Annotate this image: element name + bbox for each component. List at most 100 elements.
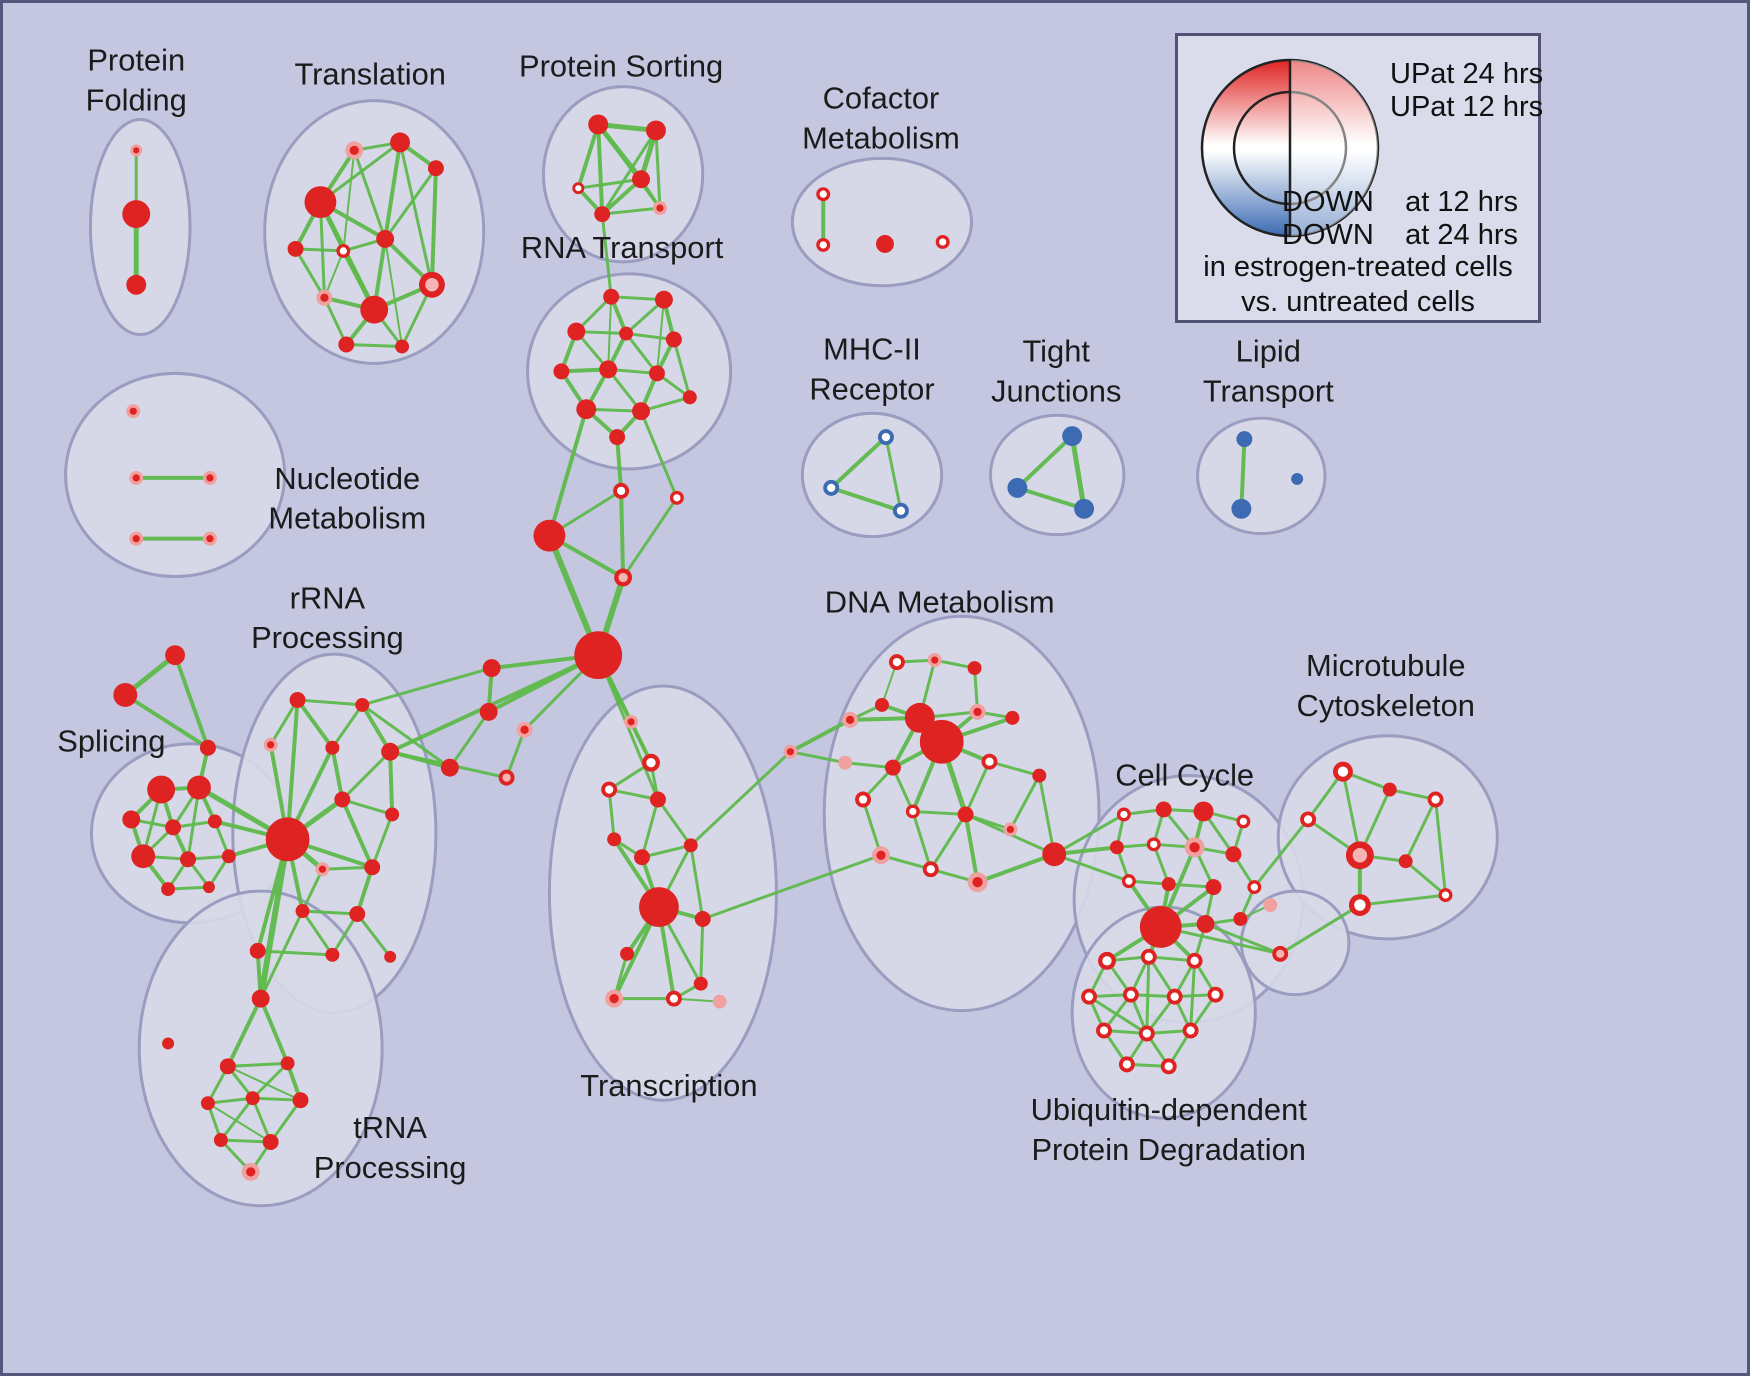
node-rr7[interactable] [334,791,351,808]
node-cc3[interactable] [1193,801,1214,822]
node-pf2[interactable] [122,200,151,229]
node-lt3[interactable] [1291,472,1304,485]
node-f11[interactable] [440,758,459,777]
node-tx7[interactable] [683,838,698,853]
node-tr7[interactable] [213,1133,228,1147]
node-rt11[interactable] [682,390,697,405]
node-st1[interactable] [165,645,186,666]
node-tr8[interactable] [262,1134,279,1150]
node-tr1[interactable] [162,1037,175,1050]
node-cc8[interactable] [1225,846,1242,863]
node-rr10[interactable] [364,859,381,876]
node-tj3[interactable] [1074,498,1095,519]
node-rr2[interactable] [355,697,370,712]
node-dm9[interactable] [1005,710,1020,725]
node-tr6[interactable] [292,1092,309,1109]
node-cb1[interactable] [1042,842,1067,867]
node-tr2[interactable] [219,1058,236,1075]
node-sp3[interactable] [122,810,141,829]
node-rr5[interactable] [381,742,400,761]
node-t4[interactable] [427,160,444,177]
node-rt6[interactable] [553,363,570,380]
node-dm5[interactable] [875,697,889,712]
node-tx4[interactable] [649,791,666,808]
node-rr1[interactable] [289,691,306,708]
node-tx10[interactable] [620,946,635,961]
node-t3[interactable] [390,132,411,153]
node-f3[interactable] [533,519,566,552]
node-dm3[interactable] [967,661,982,676]
node-t7[interactable] [376,230,395,248]
node-sp7[interactable] [180,851,196,868]
node-st3[interactable] [199,739,216,756]
node-rr13[interactable] [325,947,340,962]
node-dm16[interactable] [957,806,974,823]
node-cc5[interactable] [1109,840,1124,855]
node-ps2[interactable] [646,120,666,141]
node-t5[interactable] [287,240,304,257]
node-sp8[interactable] [221,849,236,864]
node-rt7[interactable] [599,360,618,379]
node-ps5[interactable] [594,206,611,223]
node-rt2[interactable] [654,290,673,309]
node-sp1[interactable] [147,775,176,804]
node-f5[interactable] [574,631,623,680]
node-tj2[interactable] [1007,477,1028,498]
node-cc15[interactable] [1233,912,1248,926]
node-rr12[interactable] [349,906,366,922]
node-rt12[interactable] [609,429,626,446]
node-tr3[interactable] [280,1056,295,1071]
node-t12[interactable] [395,339,410,354]
node-f7[interactable] [479,702,498,721]
node-tx6[interactable] [634,849,650,866]
node-sp2[interactable] [187,775,211,800]
node-cc11[interactable] [1205,879,1222,896]
node-cm3[interactable] [875,234,894,253]
node-cc14[interactable] [1196,915,1215,933]
node-tx11[interactable] [693,976,708,991]
node-sp9[interactable] [161,882,176,897]
node-rt3[interactable] [567,322,586,341]
node-rr8[interactable] [385,807,400,822]
node-sp5[interactable] [207,814,222,829]
node-tx9[interactable] [694,911,711,927]
node-ps1[interactable] [588,114,609,135]
node-tr5[interactable] [245,1091,260,1106]
node-rr11[interactable] [295,904,310,918]
node-tr4[interactable] [200,1096,215,1111]
node-lt2[interactable] [1231,498,1252,519]
node-mc2[interactable] [1382,782,1397,797]
node-rt5[interactable] [665,331,682,348]
node-cc16[interactable] [1263,898,1278,913]
node-st2[interactable] [113,683,138,707]
node-pf3[interactable] [126,274,147,295]
node-f6[interactable] [482,659,501,678]
node-tx14[interactable] [712,994,727,1009]
node-rr4[interactable] [325,740,340,755]
node-cc13[interactable] [1139,906,1182,948]
node-tx5[interactable] [607,832,622,847]
node-dm13[interactable] [1032,768,1047,783]
node-lt1[interactable] [1236,431,1253,448]
node-t11[interactable] [338,336,355,353]
node-ps4[interactable] [632,170,650,189]
node-tx8[interactable] [639,887,679,927]
node-sp10[interactable] [202,881,215,894]
node-rt1[interactable] [603,288,620,305]
node-t1[interactable] [304,186,337,219]
node-rt9[interactable] [576,399,597,420]
node-cc2[interactable] [1155,801,1172,818]
node-rt4[interactable] [619,326,634,341]
node-dm11[interactable] [884,759,901,776]
node-rt8[interactable] [648,365,665,382]
node-cc10[interactable] [1161,877,1176,892]
node-tj1[interactable] [1062,426,1083,447]
node-dm10[interactable] [838,755,853,770]
node-rr6[interactable] [265,817,310,862]
node-rr14[interactable] [249,942,266,959]
node-sp4[interactable] [165,819,182,836]
node-mc6[interactable] [1398,854,1413,869]
node-rt10[interactable] [632,402,650,421]
node-tr0[interactable] [251,989,270,1008]
node-rr15[interactable] [384,950,397,963]
